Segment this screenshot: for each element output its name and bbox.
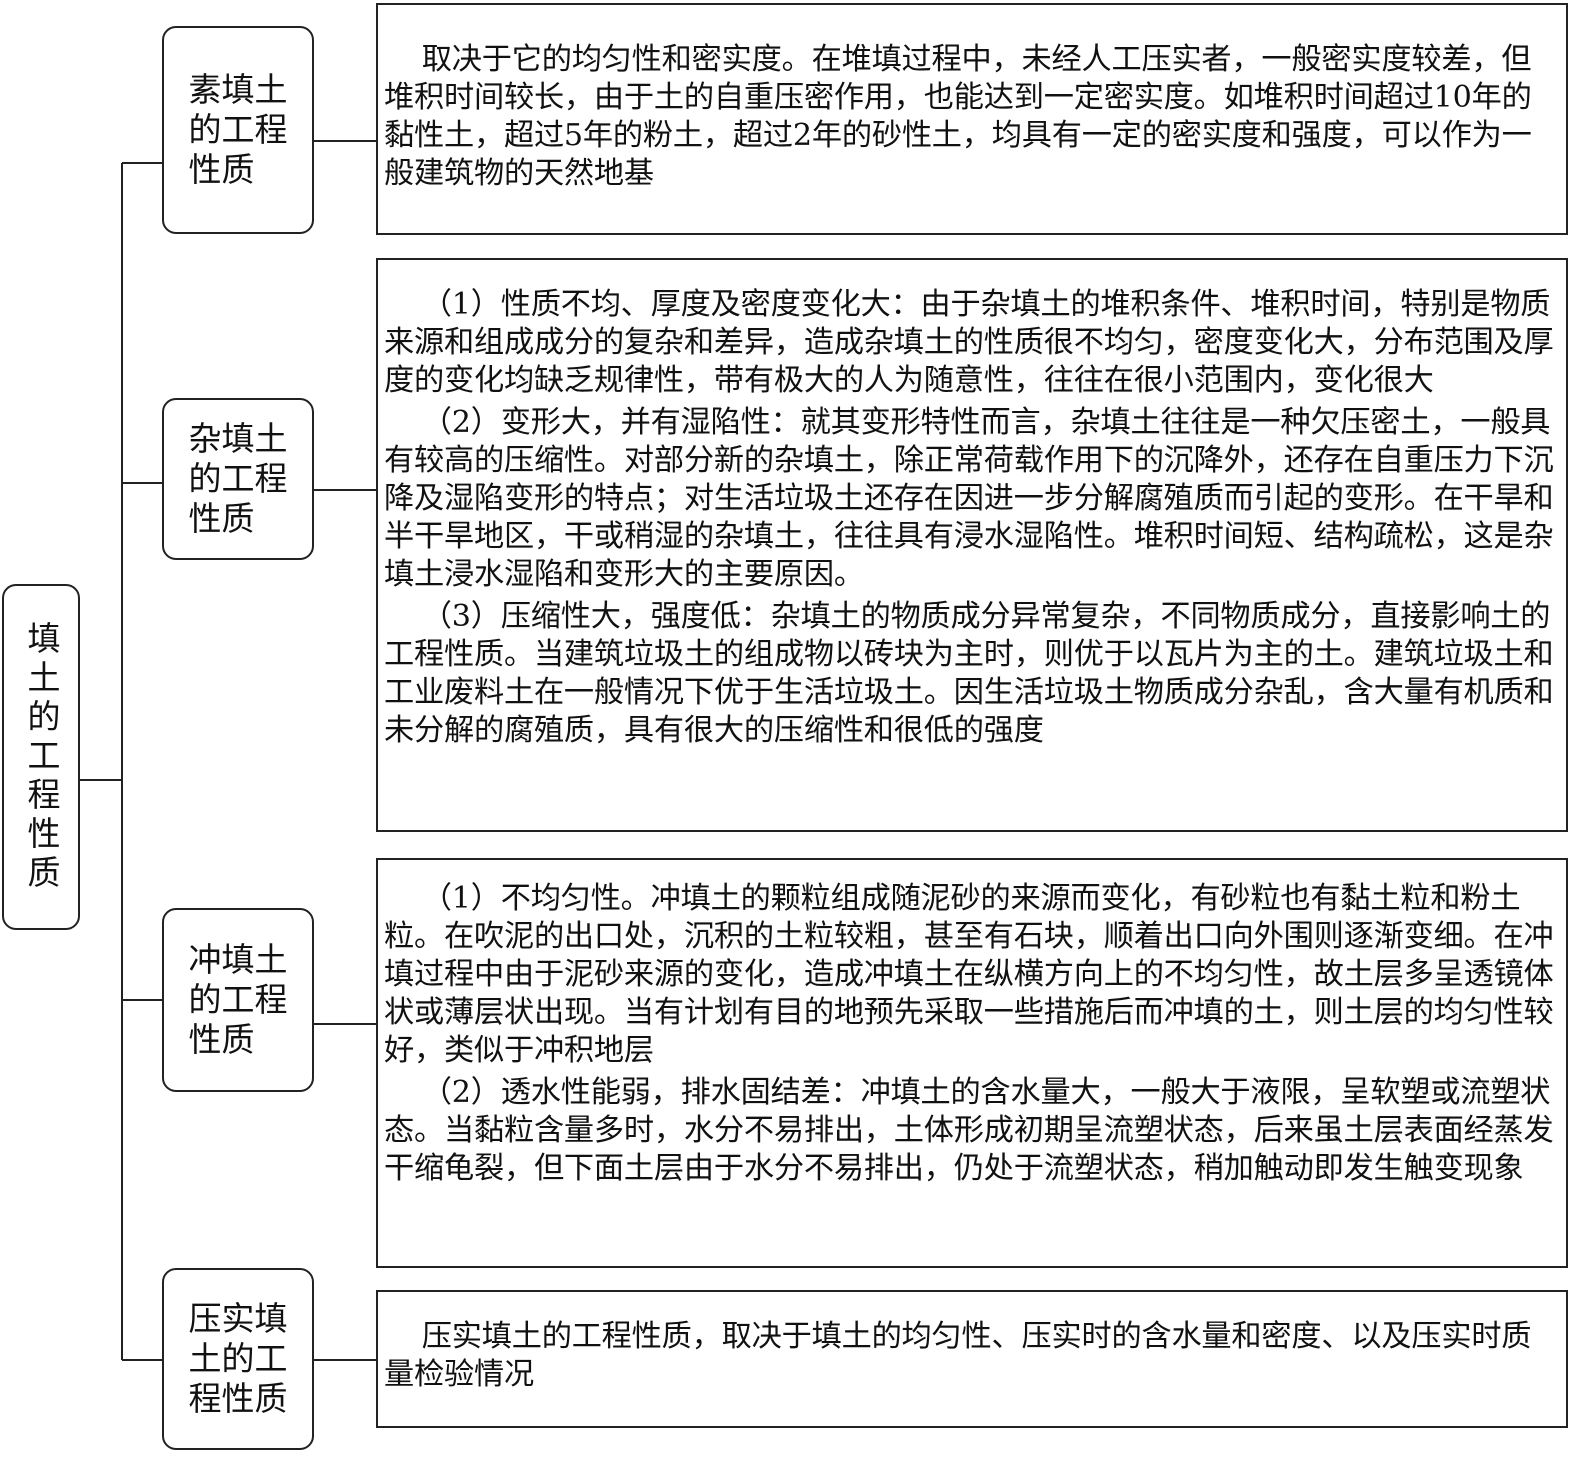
branch-label-text: 素填土 的工程 性质 bbox=[188, 70, 288, 189]
branch-label-text: 杂填土 的工程 性质 bbox=[188, 419, 288, 538]
paragraph: 压实填土的工程性质，取决于填土的均匀性、压实时的含水量和密度、以及压实时质量检验… bbox=[384, 1319, 1532, 1392]
branch-node-miscellaneous-fill: 杂填土 的工程 性质 bbox=[162, 398, 314, 560]
branch-label-text: 压实填 土的工 程性质 bbox=[188, 1299, 288, 1418]
paragraph: （2）透水性能弱，排水固结差：冲填土的含水量大，一般大于液限，呈软塑或流塑状态。… bbox=[384, 1075, 1554, 1186]
content-box-miscellaneous-fill: （1）性质不均、厚度及密度变化大：由于杂填土的堆积条件、堆积时间，特别是物质来源… bbox=[376, 258, 1568, 832]
branch-node-plain-fill: 素填土 的工程 性质 bbox=[162, 26, 314, 234]
branch-label-text: 冲填土 的工程 性质 bbox=[188, 940, 288, 1059]
paragraph: 取决于它的均匀性和密实度。在堆填过程中，未经人工压实者，一般密实度较差，但堆积时… bbox=[384, 42, 1532, 191]
branch-node-compacted-fill: 压实填 土的工 程性质 bbox=[162, 1268, 314, 1450]
branch-label: 冲填土 的工程 性质 bbox=[189, 940, 288, 1060]
branch-label: 压实填 土的工 程性质 bbox=[189, 1299, 288, 1419]
paragraph: （3）压缩性大，强度低：杂填土的物质成分异常复杂，不同物质成分，直接影响土的工程… bbox=[384, 599, 1554, 748]
branch-label: 素填土 的工程 性质 bbox=[189, 70, 288, 190]
root-node: 填土的工程性质 bbox=[2, 584, 80, 930]
paragraph: （1）性质不均、厚度及密度变化大：由于杂填土的堆积条件、堆积时间，特别是物质来源… bbox=[384, 287, 1554, 398]
content-box-plain-fill: 取决于它的均匀性和密实度。在堆填过程中，未经人工压实者，一般密实度较差，但堆积时… bbox=[376, 3, 1568, 235]
branch-node-hydraulic-fill: 冲填土 的工程 性质 bbox=[162, 908, 314, 1092]
paragraph: （1）不均匀性。冲填土的颗粒组成随泥砂的来源而变化，有砂粒也有黏土粒和粉土粒。在… bbox=[384, 881, 1554, 1068]
branch-label: 杂填土 的工程 性质 bbox=[189, 419, 288, 539]
root-label: 填土的工程性质 bbox=[22, 620, 61, 894]
content-box-compacted-fill: 压实填土的工程性质，取决于填土的均匀性、压实时的含水量和密度、以及压实时质量检验… bbox=[376, 1290, 1568, 1428]
content-box-hydraulic-fill: （1）不均匀性。冲填土的颗粒组成随泥砂的来源而变化，有砂粒也有黏土粒和粉土粒。在… bbox=[376, 858, 1568, 1268]
paragraph: （2）变形大，并有湿陷性：就其变形特性而言，杂填土往往是一种欠压密土，一般具有较… bbox=[384, 405, 1554, 592]
